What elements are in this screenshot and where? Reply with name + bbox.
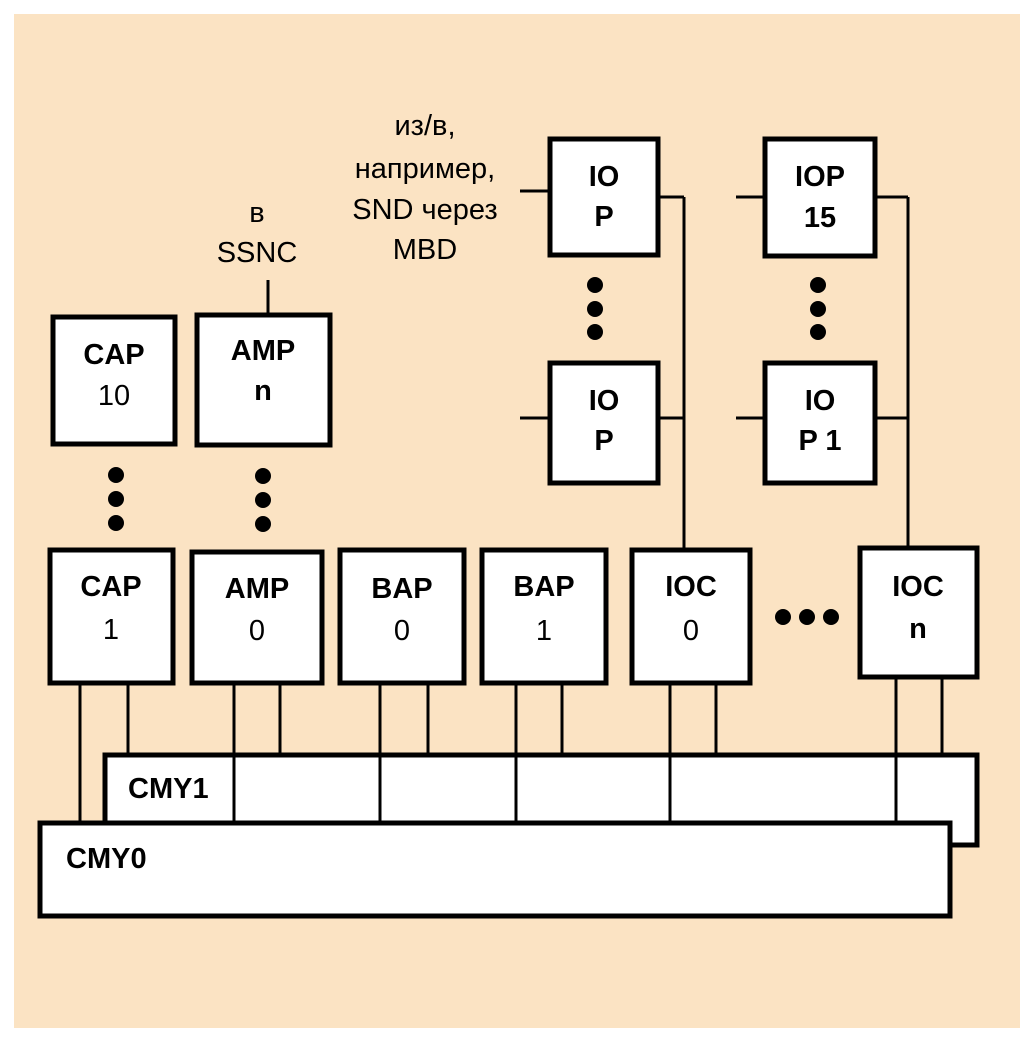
unit-ioc-0	[629, 547, 753, 686]
unit-ioc-n	[857, 545, 980, 680]
unit-amp-0-label: AMP	[225, 573, 289, 605]
unit-iop-a-bottom-number: P	[594, 425, 613, 457]
note-ssnc-line2: SSNC	[217, 237, 298, 269]
ellipsis-dots-amp	[255, 468, 271, 532]
note-io-line3: SND через	[352, 194, 497, 226]
unit-iop-1	[762, 360, 878, 486]
unit-ioc-0-number: 0	[683, 615, 699, 647]
unit-amp-n-label: AMP	[231, 335, 295, 367]
bus-cmy0	[37, 820, 953, 919]
unit-amp-n-number: n	[254, 375, 272, 407]
note-ssnc-line1: в	[249, 197, 264, 229]
unit-cap-1	[47, 547, 176, 686]
ellipsis-dots-iop-a	[587, 277, 603, 340]
unit-ioc-0-label: IOC	[665, 571, 717, 603]
unit-iop-a-top-label: IO	[589, 161, 620, 193]
unit-ioc-n-label: IOC	[892, 571, 944, 603]
unit-iop-a-top	[547, 136, 661, 258]
unit-bap-1-label: BAP	[513, 571, 574, 603]
unit-iop-1-label: IO	[805, 385, 836, 417]
unit-iop-15-label: IOP	[795, 161, 845, 193]
note-io-line2: например,	[355, 153, 495, 185]
unit-bap-0-number: 0	[394, 615, 410, 647]
unit-bap-0-label: BAP	[371, 573, 432, 605]
unit-cap-10-label: CAP	[83, 339, 144, 371]
unit-iop-a-bottom	[547, 360, 661, 486]
unit-ioc-n-number: n	[909, 613, 927, 645]
unit-iop-a-top-number: P	[594, 201, 613, 233]
ellipsis-dots-cap	[108, 467, 124, 531]
bus-cmy1-label: CMY1	[128, 773, 209, 805]
bus-cmy0-label: CMY0	[66, 843, 147, 875]
unit-iop-15-number: 15	[804, 202, 836, 234]
unit-bap-1-number: 1	[536, 615, 552, 647]
unit-bap-0	[337, 547, 467, 686]
note-io-line4: MBD	[393, 234, 457, 266]
unit-bap-1	[479, 547, 609, 686]
iop-connectors	[266, 189, 910, 548]
unit-cap-10	[50, 314, 178, 447]
bus-connectors	[78, 677, 944, 823]
unit-cap-1-label: CAP	[80, 571, 141, 603]
ellipsis-dots-ioc	[775, 609, 839, 625]
ellipsis-dots-iop-b	[810, 277, 826, 340]
unit-amp-0	[189, 549, 325, 686]
unit-cap-10-number: 10	[98, 380, 130, 412]
unit-iop-15	[762, 136, 878, 259]
unit-amp-n	[194, 312, 333, 448]
unit-iop-a-bottom-label: IO	[589, 385, 620, 417]
unit-iop-1-number: P 1	[798, 425, 841, 457]
note-io-line1: из/в,	[394, 110, 455, 142]
unit-amp-0-number: 0	[249, 615, 265, 647]
unit-cap-1-number: 1	[103, 614, 119, 646]
